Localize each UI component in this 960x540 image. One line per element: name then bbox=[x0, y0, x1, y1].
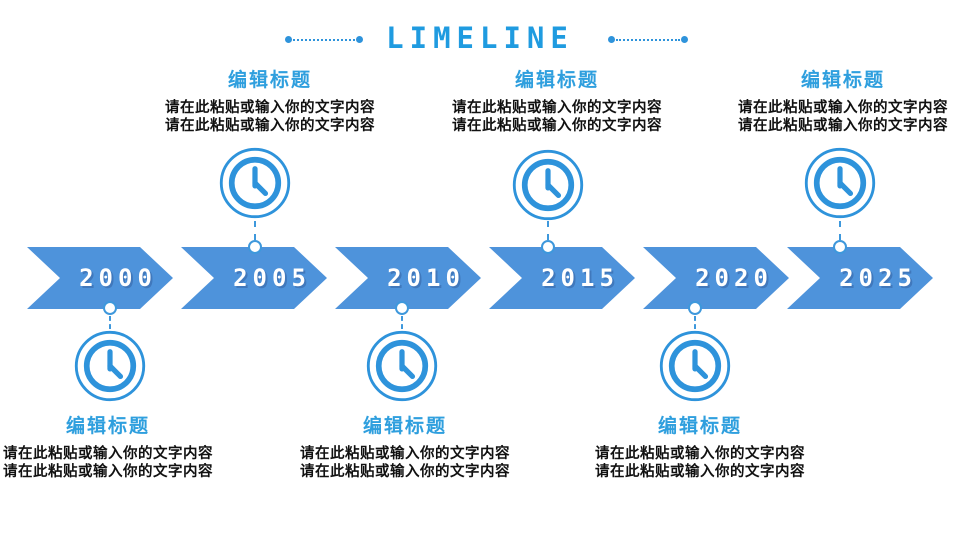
timeline-segment-2010[interactable]: 2010 bbox=[335, 247, 481, 309]
clock-icon bbox=[802, 145, 878, 221]
event-text-line[interactable]: 请在此粘贴或输入你的文字内容 bbox=[3, 464, 213, 480]
timeline-segment-2005[interactable]: 2005 bbox=[181, 247, 327, 309]
timeline-segment-2015[interactable]: 2015 bbox=[489, 247, 635, 309]
event-text-line[interactable]: 请在此粘贴或输入你的文字内容 bbox=[300, 464, 510, 480]
year-label: 2010 bbox=[387, 264, 465, 292]
event-text-line[interactable]: 请在此粘贴或输入你的文字内容 bbox=[3, 446, 213, 462]
event-text-line[interactable]: 请在此粘贴或输入你的文字内容 bbox=[452, 100, 662, 116]
event-text-line[interactable]: 请在此粘贴或输入你的文字内容 bbox=[738, 100, 948, 116]
event-title[interactable]: 编辑标题 bbox=[800, 70, 885, 91]
year-label: 2000 bbox=[79, 264, 157, 292]
year-label: 2005 bbox=[233, 264, 311, 292]
timeline-segment-2000[interactable]: 2000 bbox=[27, 247, 173, 309]
event-title[interactable]: 编辑标题 bbox=[362, 416, 447, 437]
timeline-segment-2020[interactable]: 2020 bbox=[643, 247, 789, 309]
event-text-line[interactable]: 请在此粘贴或输入你的文字内容 bbox=[165, 118, 375, 134]
clock-icon bbox=[364, 328, 440, 404]
decor-dot-icon bbox=[681, 36, 688, 43]
connector-dot bbox=[833, 240, 847, 254]
event-title[interactable]: 编辑标题 bbox=[657, 416, 742, 437]
event-text-line[interactable]: 请在此粘贴或输入你的文字内容 bbox=[595, 446, 805, 462]
clock-icon bbox=[657, 328, 733, 404]
decor-dotted-line bbox=[293, 38, 355, 41]
connector-dot bbox=[541, 240, 555, 254]
event-card-top-2005: 编辑标题 请在此粘贴或输入你的文字内容 请在此粘贴或输入你的文字内容 bbox=[135, 65, 405, 135]
slide-title: LIMELINE bbox=[386, 21, 574, 55]
clock-icon bbox=[510, 147, 586, 223]
connector-dot bbox=[395, 301, 409, 315]
decor-dot-icon bbox=[356, 36, 363, 43]
connector-line bbox=[401, 316, 403, 329]
event-card-bottom-2010: 编辑标题 请在此粘贴或输入你的文字内容 请在此粘贴或输入你的文字内容 bbox=[270, 411, 540, 481]
event-title[interactable]: 编辑标题 bbox=[65, 416, 150, 437]
connector-line bbox=[694, 316, 696, 329]
event-title[interactable]: 编辑标题 bbox=[227, 70, 312, 91]
clock-icon bbox=[217, 145, 293, 221]
event-title[interactable]: 编辑标题 bbox=[514, 70, 599, 91]
event-card-top-2015: 编辑标题 请在此粘贴或输入你的文字内容 请在此粘贴或输入你的文字内容 bbox=[422, 65, 692, 135]
decor-dot-icon bbox=[285, 36, 292, 43]
year-label: 2015 bbox=[541, 264, 619, 292]
connector-dot bbox=[248, 240, 262, 254]
year-label: 2020 bbox=[695, 264, 773, 292]
decor-dotted-line bbox=[616, 38, 680, 41]
year-label: 2025 bbox=[839, 264, 917, 292]
connector-dot bbox=[688, 301, 702, 315]
title-decor-right bbox=[608, 36, 688, 43]
connector-line bbox=[254, 221, 256, 240]
event-card-bottom-2000: 编辑标题 请在此粘贴或输入你的文字内容 请在此粘贴或输入你的文字内容 bbox=[0, 411, 243, 481]
event-text-line[interactable]: 请在此粘贴或输入你的文字内容 bbox=[738, 118, 948, 134]
decor-dot-icon bbox=[608, 36, 615, 43]
event-text-line[interactable]: 请在此粘贴或输入你的文字内容 bbox=[300, 446, 510, 462]
clock-icon bbox=[72, 328, 148, 404]
connector-line bbox=[547, 221, 549, 240]
connector-dot bbox=[103, 301, 117, 315]
connector-line bbox=[839, 221, 841, 240]
event-card-bottom-2020: 编辑标题 请在此粘贴或输入你的文字内容 请在此粘贴或输入你的文字内容 bbox=[565, 411, 835, 481]
event-card-top-2025: 编辑标题 请在此粘贴或输入你的文字内容 请在此粘贴或输入你的文字内容 bbox=[708, 65, 960, 135]
event-text-line[interactable]: 请在此粘贴或输入你的文字内容 bbox=[595, 464, 805, 480]
timeline-segment-2025[interactable]: 2025 bbox=[787, 247, 933, 309]
event-text-line[interactable]: 请在此粘贴或输入你的文字内容 bbox=[165, 100, 375, 116]
title-decor-left bbox=[285, 36, 363, 43]
connector-line bbox=[109, 316, 111, 329]
event-text-line[interactable]: 请在此粘贴或输入你的文字内容 bbox=[452, 118, 662, 134]
